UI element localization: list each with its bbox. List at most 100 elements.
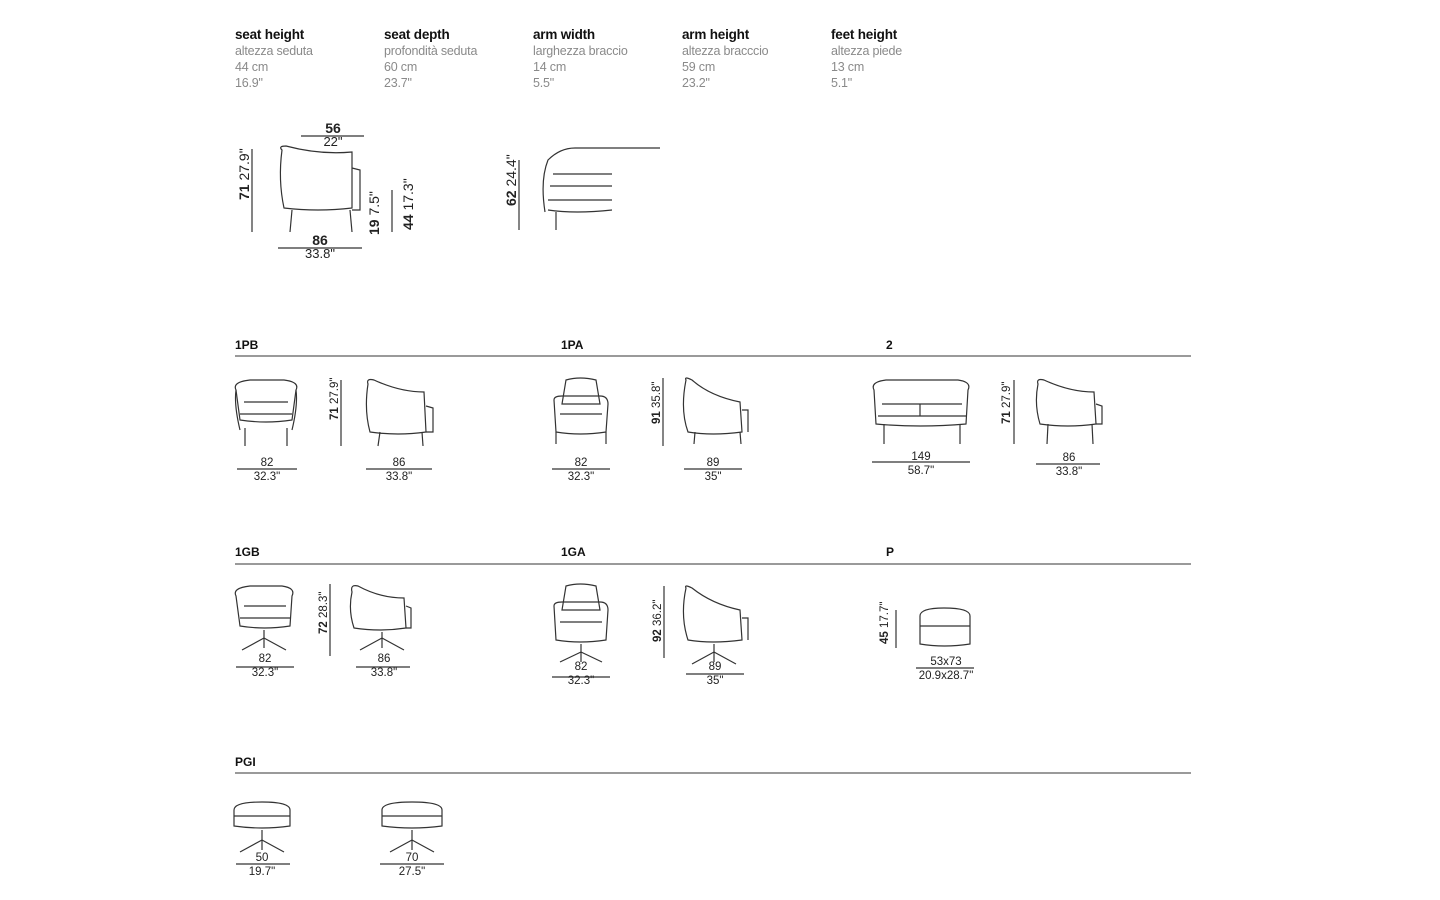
dim-top-width: 56 22" xyxy=(293,121,373,149)
dim-cm: 82 xyxy=(260,457,274,469)
dim-inch: 33.8" xyxy=(1055,466,1083,478)
dim-inch: 33.8" xyxy=(385,471,413,483)
dim-cm: 71 xyxy=(236,184,252,200)
dim-inch: 58.7" xyxy=(907,465,935,477)
dim-inch: 35" xyxy=(706,675,724,687)
dim-cm: 53x73 xyxy=(930,656,962,668)
dim-inch: 32.3" xyxy=(567,675,595,687)
spec-subtitle: altezza bracccio xyxy=(682,44,769,58)
spec-title: arm width xyxy=(533,27,595,42)
pouf-pgi-50-drawing xyxy=(233,801,291,865)
dim-inch: 27.9" xyxy=(236,148,252,181)
chair-1ga-side-drawing xyxy=(663,585,749,675)
dim-cm: 149 xyxy=(911,451,931,463)
section-label-1pa: 1PA xyxy=(561,338,584,352)
spec-subtitle: altezza seduta xyxy=(235,44,313,58)
section-divider xyxy=(235,355,1191,357)
spec-title: feet height xyxy=(831,27,898,42)
dim-inch: 32.3" xyxy=(567,471,595,483)
detail-arm-view-drawing xyxy=(518,147,660,230)
dim-p-height: 45 17.7" xyxy=(879,602,891,644)
dim-cm: 71 xyxy=(1001,411,1013,424)
dim-1ga-depth: 89 35" xyxy=(675,660,755,688)
section-label-1pb: 1PB xyxy=(235,338,259,352)
spec-subtitle: larghezza braccio xyxy=(533,44,628,58)
dim-cm: 50 xyxy=(255,852,269,864)
dim-1pa-width: 82 32.3" xyxy=(541,456,621,484)
spec-imperial: 5.1" xyxy=(831,76,853,90)
chair-1gb-side-drawing xyxy=(329,584,412,668)
dim-arm-height: 62 24.4" xyxy=(503,154,519,206)
dim-cm: 82 xyxy=(574,661,588,673)
dim-cm: 86 xyxy=(392,457,406,469)
dim-inch: 17.7" xyxy=(879,601,891,628)
dim-cm: 86 xyxy=(312,232,328,248)
spec-metric: 14 cm xyxy=(533,60,567,74)
chair-1pa-side-drawing xyxy=(662,377,749,470)
dim-inch: 32.3" xyxy=(251,667,279,679)
chair-1pb-side-drawing xyxy=(340,378,434,470)
dim-inch: 19.7" xyxy=(248,866,276,878)
spec-subtitle: altezza piede xyxy=(831,44,903,58)
dim-cm: 92 xyxy=(652,629,664,642)
section-label-1gb: 1GB xyxy=(235,545,260,559)
dim-cm: 62 xyxy=(503,190,519,206)
dim-cm: 56 xyxy=(325,120,341,136)
spec-seat-height: seat height altezza seduta 44 cm 16.9" xyxy=(235,27,375,91)
dim-p-size: 53x73 20.9x28.7" xyxy=(906,655,986,683)
chair-1pb-front-drawing xyxy=(234,379,298,470)
sofa-2-side-drawing xyxy=(1013,378,1103,465)
dim-1gb-depth: 86 33.8" xyxy=(344,652,424,680)
dim-cm: 44 xyxy=(400,214,416,230)
dim-1pb-width: 82 32.3" xyxy=(227,456,307,484)
dim-1pa-depth: 89 35" xyxy=(673,456,753,484)
spec-metric: 59 cm xyxy=(682,60,716,74)
spec-imperial: 5.5" xyxy=(533,76,555,90)
dim-inch: 24.4" xyxy=(503,154,519,187)
dim-height: 71 27.9" xyxy=(236,148,252,200)
dim-inch: 27.9" xyxy=(329,377,341,404)
dim-cm: 45 xyxy=(879,631,891,644)
spec-imperial: 23.2" xyxy=(682,76,710,90)
spec-title: arm height xyxy=(682,27,750,42)
dim-cm: 70 xyxy=(405,852,419,864)
dim-1ga-width: 82 32.3" xyxy=(541,660,621,688)
dim-seat-height: 44 17.3" xyxy=(400,178,416,230)
chair-1ga-front-drawing xyxy=(552,583,610,678)
dim-1pa-height: 91 35.8" xyxy=(651,382,663,424)
dim-inch: 27.5" xyxy=(398,866,426,878)
dim-1ga-height: 92 36.2" xyxy=(652,600,664,642)
chair-1pa-front-drawing xyxy=(552,377,610,470)
section-label-p: P xyxy=(886,545,895,559)
dim-pgi-70: 70 27.5" xyxy=(372,851,452,879)
dim-inch: 32.3" xyxy=(253,471,281,483)
section-label-pgi: PGI xyxy=(235,755,256,769)
dim-inch: 28.3" xyxy=(318,591,330,618)
spec-arm-height: arm height altezza bracccio 59 cm 23.2" xyxy=(682,27,822,91)
dim-cm: 72 xyxy=(318,621,330,634)
spec-imperial: 16.9" xyxy=(235,76,263,90)
spec-imperial: 23.7" xyxy=(384,76,412,90)
dim-cm: 82 xyxy=(258,653,272,665)
dim-1gb-width: 82 32.3" xyxy=(225,652,305,680)
section-divider xyxy=(235,772,1191,774)
dim-inch: 33.8" xyxy=(370,667,398,679)
dim-inch: 17.3" xyxy=(400,178,416,211)
dim-2-height: 71 27.9" xyxy=(1001,382,1013,424)
dim-1pb-depth: 86 33.8" xyxy=(359,456,439,484)
spec-seat-depth: seat depth profondità seduta 60 cm 23.7" xyxy=(384,27,524,91)
dim-cm: 91 xyxy=(651,411,663,424)
spec-metric: 44 cm xyxy=(235,60,269,74)
dim-1pb-height: 71 27.9" xyxy=(329,378,341,420)
sofa-2-front-drawing xyxy=(872,379,970,463)
dim-cm: 19 xyxy=(366,219,382,235)
dim-1gb-height: 72 28.3" xyxy=(318,592,330,634)
dim-cm: 86 xyxy=(1062,452,1076,464)
dim-inch: 33.8" xyxy=(305,246,335,261)
spec-subtitle: profondità seduta xyxy=(384,44,478,58)
section-label-1ga: 1GA xyxy=(561,545,586,559)
dim-inch: 35.8" xyxy=(651,381,663,408)
spec-feet-height: feet height altezza piede 13 cm 5.1" xyxy=(831,27,971,91)
dim-depth: 86 33.8" xyxy=(280,233,360,261)
